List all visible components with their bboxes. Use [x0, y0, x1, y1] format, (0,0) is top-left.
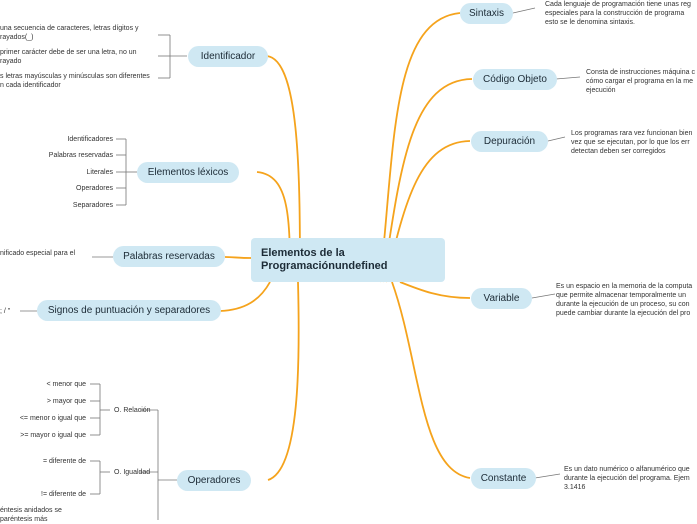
topic-depuracion[interactable]: Depuración [471, 131, 548, 152]
igualdad-item: != diferente de [41, 491, 86, 498]
topic-label: Código Objeto [483, 74, 547, 85]
igualdad-item: = diferente de [42, 458, 86, 465]
central-title-line1: Elementos de la [261, 247, 345, 259]
topic-palabras-reservadas[interactable]: Palabras reservadas [113, 246, 225, 267]
variable-description: Es un espacio en la memoria de la comput… [556, 283, 693, 317]
sintaxis-description: Cada lenguaje de programación tiene unas… [545, 1, 691, 26]
central-title-line2: Programaciónundefined [261, 260, 388, 272]
topic-label: Operadores [187, 475, 241, 486]
signos-note: ; / " [0, 308, 11, 315]
topic-label: Variable [483, 293, 520, 304]
topic-label: Constante [480, 473, 527, 484]
topic-operadores[interactable]: Operadores [177, 470, 251, 491]
topic-label: Signos de puntuación y separadores [47, 305, 211, 316]
reservadas-note: nificado especial para el [0, 250, 76, 257]
topic-label: Identificador [200, 51, 256, 62]
topic-label: Elementos léxicos [147, 167, 229, 178]
central-topic[interactable]: Elementos de la Programaciónundefined [251, 238, 445, 282]
lexicos-item: Operadores [76, 185, 113, 192]
topic-constante[interactable]: Constante [471, 468, 536, 489]
o-igualdad-label[interactable]: O. Igualdad [114, 469, 151, 476]
topic-signos-puntuacion[interactable]: Signos de puntuación y separadores [37, 300, 221, 321]
relacion-item: > mayor que [46, 398, 86, 405]
topic-sintaxis[interactable]: Sintaxis [460, 3, 513, 24]
identificador-note-3: s letras mayúsculas y minúsculas son dif… [0, 73, 150, 89]
topic-label: Palabras reservadas [123, 251, 215, 262]
lexicos-item: Identificadores [67, 136, 113, 143]
relacion-item: >= mayor o igual que [20, 432, 86, 439]
topic-elementos-lexicos[interactable]: Elementos léxicos [137, 162, 239, 183]
topic-label: Depuración [483, 136, 536, 147]
topic-label: Sintaxis [468, 8, 504, 19]
topic-variable[interactable]: Variable [471, 288, 532, 309]
relacion-item: <= menor o igual que [19, 415, 86, 422]
identificador-note-1: una secuencia de caracteres, letras dígi… [0, 25, 139, 41]
lexicos-item: Separadores [72, 202, 113, 209]
lexicos-item: Literales [86, 169, 113, 176]
o-relacion-label[interactable]: O. Relación [114, 407, 151, 414]
lexicos-item: Palabras reservadas [48, 152, 113, 159]
identificador-note-2: primer carácter debe de ser una letra, n… [0, 49, 137, 65]
topic-codigo-objeto[interactable]: Código Objeto [473, 69, 557, 90]
relacion-item: < menor que [46, 381, 87, 388]
topic-identificador[interactable]: Identificador [188, 46, 268, 67]
